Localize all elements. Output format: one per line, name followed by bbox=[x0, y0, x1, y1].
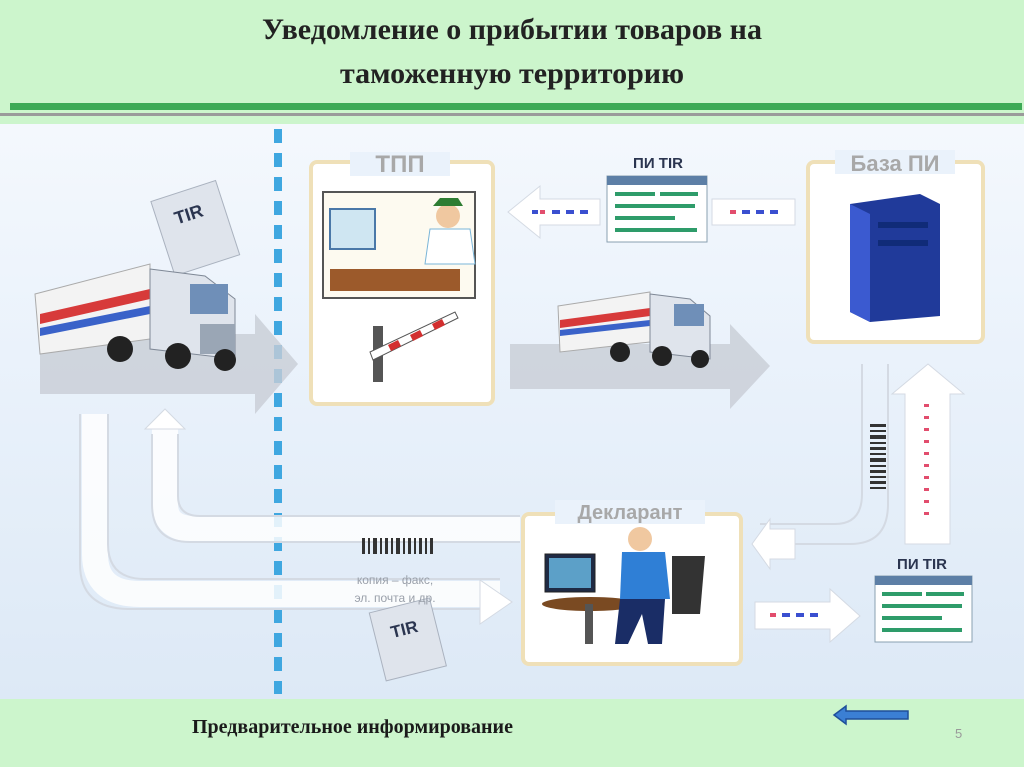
declarant-label: Декларант bbox=[578, 502, 683, 524]
footer-caption: Предварительное информирование bbox=[192, 716, 513, 739]
pi-tir-bottom: ПИ TIR bbox=[875, 556, 972, 642]
back-arrow-button[interactable] bbox=[832, 702, 912, 728]
right-vertical-arrows bbox=[760, 364, 888, 544]
process-diagram: ТПП ПИ TIR База ПИ bbox=[0, 124, 1024, 699]
declarant-person bbox=[628, 527, 652, 551]
slide-title: Уведомление о прибытии товаров на таможе… bbox=[0, 8, 1024, 96]
pi-tir-top: ПИ TIR bbox=[607, 155, 707, 242]
copy-caption-line-2: эл. почта и др. bbox=[354, 591, 435, 605]
barcode-vertical bbox=[870, 424, 886, 489]
pi-tir-bottom-label: ПИ TIR bbox=[897, 556, 947, 573]
process-diagram-svg: ТПП ПИ TIR База ПИ bbox=[0, 124, 1024, 699]
title-separator-line bbox=[0, 113, 1024, 116]
base-pi-box: База ПИ bbox=[808, 150, 983, 342]
arrow-into-declarant bbox=[752, 519, 795, 569]
arrow-pi-to-tpp bbox=[508, 186, 600, 238]
slide-title-line-1: Уведомление о прибытии товаров на bbox=[0, 8, 1024, 52]
page-number: 5 bbox=[955, 726, 962, 741]
copy-caption-line-1: копия – факс, bbox=[357, 573, 433, 587]
pi-tir-top-label: ПИ TIR bbox=[633, 155, 683, 172]
arrow-declarant-to-pi bbox=[755, 589, 860, 642]
slide-title-line-2: таможенную территорию bbox=[0, 52, 1024, 96]
tpp-box: ТПП bbox=[311, 151, 493, 404]
base-pi-label: База ПИ bbox=[851, 151, 940, 176]
tir-document-bottom: TIR bbox=[369, 598, 446, 681]
arrow-base-to-pi bbox=[712, 199, 795, 225]
tpp-label: ТПП bbox=[375, 151, 424, 178]
title-underline-bar bbox=[10, 103, 1022, 110]
tir-document-top: TIR bbox=[151, 181, 240, 276]
declarant-box: Декларант bbox=[523, 500, 741, 664]
curved-flow-arrows bbox=[95, 414, 520, 594]
